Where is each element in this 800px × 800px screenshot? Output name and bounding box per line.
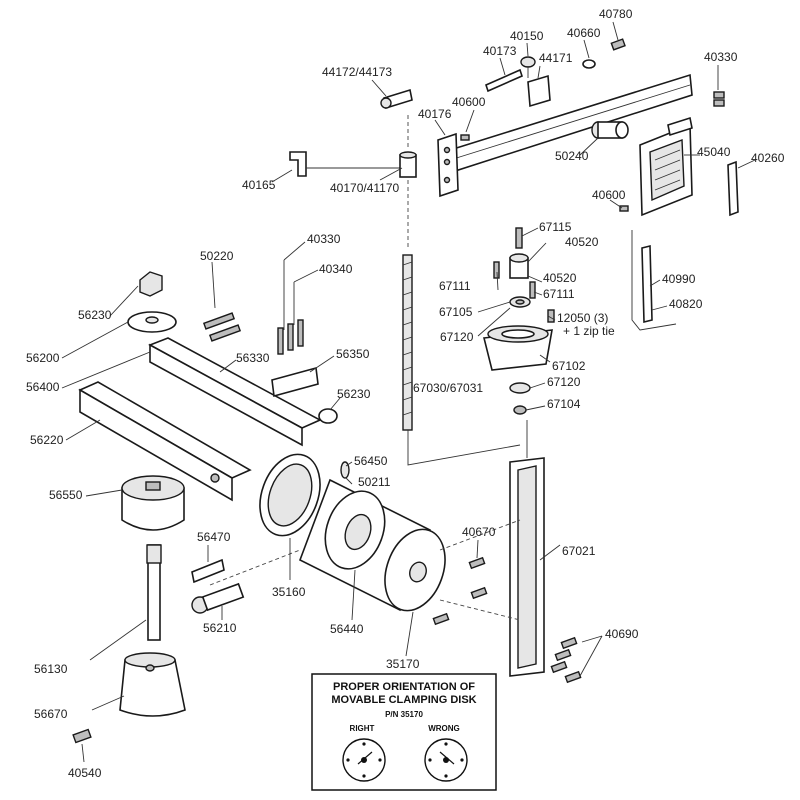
label-67111-b: 67111 xyxy=(543,287,575,301)
label-67030-67031: 67030/67031 xyxy=(413,381,483,395)
label-50240: 50240 xyxy=(555,149,589,163)
label-56210: 56210 xyxy=(203,621,237,635)
inset-wrong-label: WRONG xyxy=(428,724,460,733)
label-40165: 40165 xyxy=(242,178,276,192)
inset-title-line2: MOVABLE CLAMPING DISK xyxy=(331,694,476,706)
clamp-assembly xyxy=(259,453,521,626)
label-40820: 40820 xyxy=(669,297,703,311)
inset-title-line1: PROPER ORIENTATION OF xyxy=(333,681,475,693)
label-56230-top: 56230 xyxy=(78,308,112,322)
label-56330: 56330 xyxy=(236,351,270,365)
label-56450: 56450 xyxy=(354,454,388,468)
label-56130: 56130 xyxy=(34,662,68,676)
label-40173: 40173 xyxy=(483,44,517,58)
label-67120-b: 67120 xyxy=(547,375,581,389)
wrong-orientation-disk xyxy=(424,738,468,782)
label-40600-mid: 40600 xyxy=(592,188,626,202)
label-40780: 40780 xyxy=(599,7,633,21)
label-50220: 50220 xyxy=(200,249,234,263)
label-56470: 56470 xyxy=(197,530,231,544)
inset-part-number: P/N 35170 xyxy=(385,710,423,719)
label-40176: 40176 xyxy=(418,107,452,121)
label-40540: 40540 xyxy=(68,766,102,780)
label-40150: 40150 xyxy=(510,29,544,43)
label-56670: 56670 xyxy=(34,707,68,721)
label-44171: 44171 xyxy=(539,51,573,65)
label-67115: 67115 xyxy=(539,220,572,234)
arm-assembly xyxy=(72,271,338,744)
label-40260: 40260 xyxy=(751,151,785,165)
label-56220: 56220 xyxy=(30,433,64,447)
label-56350: 56350 xyxy=(336,347,370,361)
top-rail-assembly xyxy=(289,38,739,331)
label-56200: 56200 xyxy=(26,351,60,365)
label-67102: 67102 xyxy=(552,359,586,373)
label-zip-tie: + 1 zip tie xyxy=(563,324,615,338)
label-56400: 56400 xyxy=(26,380,60,394)
label-44172-44173: 44172/44173 xyxy=(322,65,392,79)
label-35160: 35160 xyxy=(272,585,306,599)
label-35170: 35170 xyxy=(386,657,420,671)
feed-stack xyxy=(483,227,582,684)
label-67111-a: 67111 xyxy=(439,279,471,293)
right-orientation-disk xyxy=(342,738,386,782)
label-40990: 40990 xyxy=(662,272,696,286)
label-40670: 40670 xyxy=(462,525,496,539)
label-67104: 67104 xyxy=(547,397,581,411)
label-40660: 40660 xyxy=(567,26,601,40)
leader-lines xyxy=(61,21,756,763)
label-56230-mid: 56230 xyxy=(337,387,371,401)
label-40600-top: 40600 xyxy=(452,95,486,109)
label-56550: 56550 xyxy=(49,488,83,502)
label-40330-top: 40330 xyxy=(704,50,738,64)
label-12050: 12050 (3) xyxy=(557,311,608,325)
label-40690: 40690 xyxy=(605,627,639,641)
label-56440: 56440 xyxy=(330,622,364,636)
label-67120-a: 67120 xyxy=(440,330,474,344)
inset-right-label: RIGHT xyxy=(350,724,375,733)
label-50211: 50211 xyxy=(358,475,391,489)
label-40330-mid: 40330 xyxy=(307,232,341,246)
label-67105: 67105 xyxy=(439,305,473,319)
label-40170-41170: 40170/41170 xyxy=(330,181,400,195)
label-40520-b: 40520 xyxy=(543,271,577,285)
threaded-rod xyxy=(402,254,521,466)
label-67021: 67021 xyxy=(562,544,596,558)
orientation-inset: PROPER ORIENTATION OF MOVABLE CLAMPING D… xyxy=(311,673,497,791)
label-45040: 45040 xyxy=(697,145,731,159)
label-40520-a: 40520 xyxy=(565,235,599,249)
label-40340: 40340 xyxy=(319,262,353,276)
part-labels: 40780 40660 40150 40173 44171 44172/4417… xyxy=(26,7,785,780)
